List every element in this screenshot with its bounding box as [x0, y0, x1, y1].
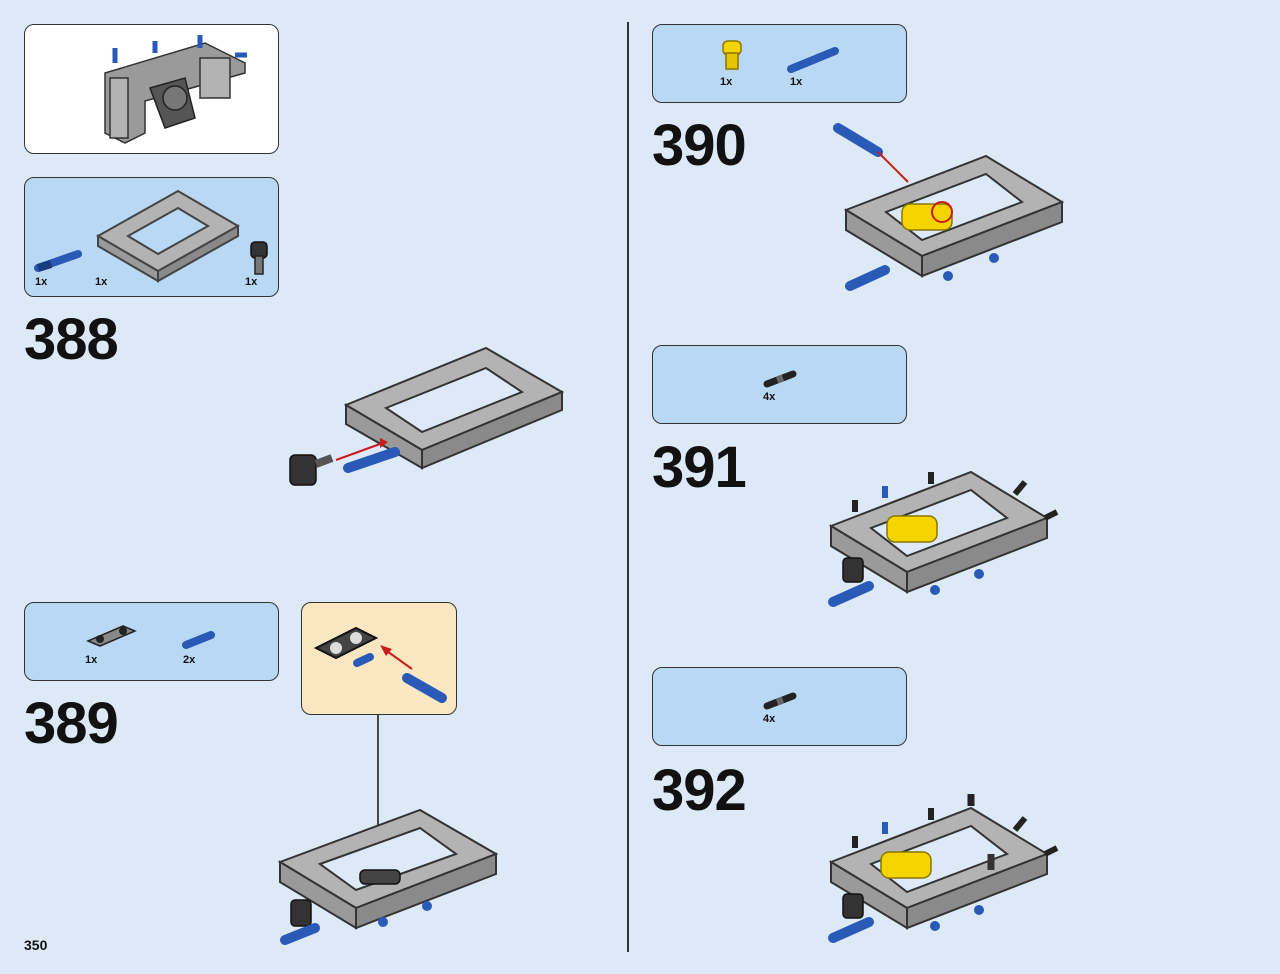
yellow-connector-icon [722, 40, 742, 70]
step-389-subassembly-callout [301, 602, 457, 715]
column-divider [627, 22, 629, 952]
step-391-parts-box: 4x [652, 345, 907, 424]
page-number: 350 [24, 937, 48, 953]
blue-pin-icon [182, 631, 215, 649]
black-pin-icon [763, 370, 797, 388]
step-391-qty-1: 4x [763, 391, 776, 403]
subassembly-icon [313, 626, 447, 703]
step-391-number: 391 [652, 435, 747, 500]
step-388-assembly-icon [289, 346, 565, 486]
step-388-qty-3: 1x [245, 276, 258, 288]
step-389-qty-2: 2x [183, 654, 196, 666]
step-390-assembly-icon [833, 123, 1065, 291]
blue-axle-pin-icon [34, 250, 82, 272]
step-388-qty-1: 1x [35, 276, 48, 288]
preview-assembly-icon [104, 35, 247, 144]
step-390-number: 390 [652, 113, 747, 178]
step-392-qty-1: 4x [763, 713, 776, 725]
gray-frame-icon [95, 189, 241, 283]
step-389-parts-box: 1x 2x [24, 602, 279, 681]
black-pin-connector-icon [250, 241, 268, 275]
blue-axle-pin-icon [787, 47, 839, 73]
step-388-parts-box: 1x 1x 1x [24, 177, 279, 297]
step-389-qty-1: 1x [85, 654, 98, 666]
step-391-assembly-icon [828, 470, 1059, 607]
black-pin-icon [763, 692, 797, 710]
step-388-qty-2: 1x [95, 276, 108, 288]
double-beam-icon [86, 625, 137, 647]
step-392-number: 392 [652, 758, 747, 823]
step-390-qty-1: 1x [720, 76, 733, 88]
step-390-parts-box: 1x 1x [652, 24, 907, 103]
step-388-number: 388 [24, 307, 119, 372]
step-392-assembly-icon [828, 794, 1059, 943]
preview-assembly-box [24, 24, 279, 154]
step-390-qty-2: 1x [790, 76, 803, 88]
step-392-parts-box: 4x [652, 667, 907, 746]
step-389-assembly-icon [277, 715, 499, 945]
step-389-number: 389 [24, 691, 119, 756]
